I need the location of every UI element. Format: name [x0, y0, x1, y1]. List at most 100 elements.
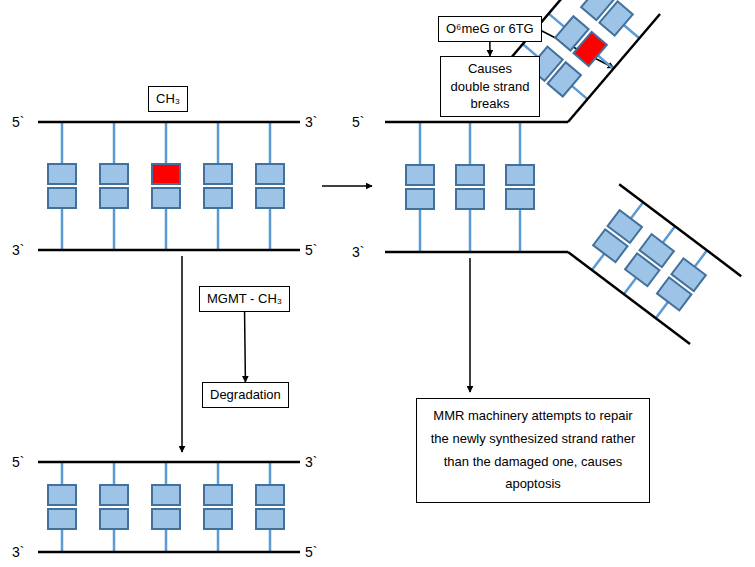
nucleotide-base: [204, 509, 232, 529]
process-box: Causes double strand breaks: [440, 56, 540, 117]
base-stem: [592, 254, 604, 270]
nucleotide-base: [456, 165, 484, 185]
base-stem: [419, 122, 422, 165]
base-stem: [269, 122, 272, 164]
nucleotide-base: [671, 258, 705, 291]
base-stem: [598, 55, 614, 68]
base-stem: [61, 208, 64, 250]
dna-strand: [38, 121, 300, 124]
base-stem: [469, 122, 472, 165]
strand-end-label: 3`: [305, 455, 317, 469]
strand-end-label: 5`: [352, 115, 364, 129]
connector-arrow: [489, 42, 491, 56]
box-text: Causes double strand breaks: [448, 60, 532, 113]
base-stem: [165, 208, 168, 250]
dna-strand: [385, 121, 568, 124]
strand-end-label: 5`: [12, 455, 24, 469]
nucleotide-base: [152, 188, 180, 208]
base-stem: [269, 529, 272, 552]
nucleotide-base: [506, 189, 534, 209]
nucleotide-base: [204, 188, 232, 208]
note-box: MMR machinery attempts to repair the new…: [416, 398, 650, 503]
strand-end-label: 3`: [12, 545, 24, 559]
base-stem: [519, 209, 522, 252]
nucleotide-base: [256, 164, 284, 184]
strand-end-label: 3`: [12, 243, 24, 257]
base-stem: [61, 462, 64, 485]
base-stem: [165, 462, 168, 485]
base-stem: [165, 122, 168, 164]
box-text: Degradation: [210, 386, 281, 404]
nucleotide-base: [256, 509, 284, 529]
base-stem: [419, 209, 422, 252]
strand-end-label: 5`: [305, 243, 317, 257]
connector-arrow: [244, 312, 246, 382]
base-stem: [113, 122, 116, 164]
base-stem: [113, 529, 116, 552]
base-stem: [217, 529, 220, 552]
nucleotide-base: [100, 485, 128, 505]
nucleotide-base: [456, 189, 484, 209]
base-stem: [269, 462, 272, 485]
nucleotide-base: [152, 509, 180, 529]
nucleotide-base: [100, 164, 128, 184]
nucleotide-base: [204, 164, 232, 184]
base-stem: [217, 122, 220, 164]
base-stem: [631, 202, 643, 218]
process-box: MGMT - CH₃: [199, 286, 290, 312]
dna-strand: [568, 252, 690, 344]
dna-strand: [568, 14, 660, 122]
box-text: O⁶meG or 6TG: [446, 20, 534, 38]
base-stem: [624, 278, 636, 294]
box-text: MGMT - CH₃: [207, 290, 282, 308]
strand-end-label: 5`: [305, 545, 317, 559]
base-stem: [113, 208, 116, 250]
nucleotide-base: [581, 0, 614, 20]
nucleotide-base: [204, 485, 232, 505]
nucleotide-base: [48, 485, 76, 505]
base-stem: [61, 122, 64, 164]
nucleotide-base: [48, 509, 76, 529]
base-stem: [469, 209, 472, 252]
nucleotide-base: [406, 165, 434, 185]
nucleotide-base: [48, 164, 76, 184]
dna-strand: [619, 184, 741, 276]
nucleotide-base: [100, 509, 128, 529]
nucleotide-base: [100, 188, 128, 208]
process-arrow: [469, 258, 471, 392]
methylated-base: [152, 164, 180, 184]
base-stem: [269, 208, 272, 250]
box-text: CH₃: [156, 90, 180, 108]
dna-strand: [385, 251, 568, 254]
nucleotide-base: [406, 189, 434, 209]
base-stem: [217, 462, 220, 485]
nucleotide-base: [256, 485, 284, 505]
process-arrow: [322, 185, 372, 187]
base-stem: [572, 86, 588, 99]
nucleotide-base: [152, 485, 180, 505]
nucleotide-base: [640, 234, 674, 267]
strand-end-label: 5`: [12, 115, 24, 129]
process-arrow: [181, 256, 183, 452]
base-stem: [519, 122, 522, 165]
base-stem: [217, 208, 220, 250]
base-stem: [61, 529, 64, 552]
base-stem: [624, 25, 640, 38]
nucleotide-base: [48, 188, 76, 208]
strand-end-label: 3`: [352, 245, 364, 259]
strand-end-label: 3`: [305, 115, 317, 129]
dna-strand: [38, 461, 300, 464]
nucleotide-base: [256, 188, 284, 208]
base-stem: [165, 529, 168, 552]
base-stem: [695, 250, 707, 266]
dna-strand: [38, 551, 300, 554]
process-box: Degradation: [202, 382, 289, 408]
base-stem: [656, 302, 668, 318]
base-stem: [113, 462, 116, 485]
nucleotide-base: [608, 210, 642, 243]
box-text: MMR machinery attempts to repair the new…: [425, 405, 641, 496]
nucleotide-base: [506, 165, 534, 185]
base-stem: [663, 226, 675, 242]
nucleotide-base: [555, 16, 588, 50]
methyl-box: CH₃: [148, 86, 188, 112]
